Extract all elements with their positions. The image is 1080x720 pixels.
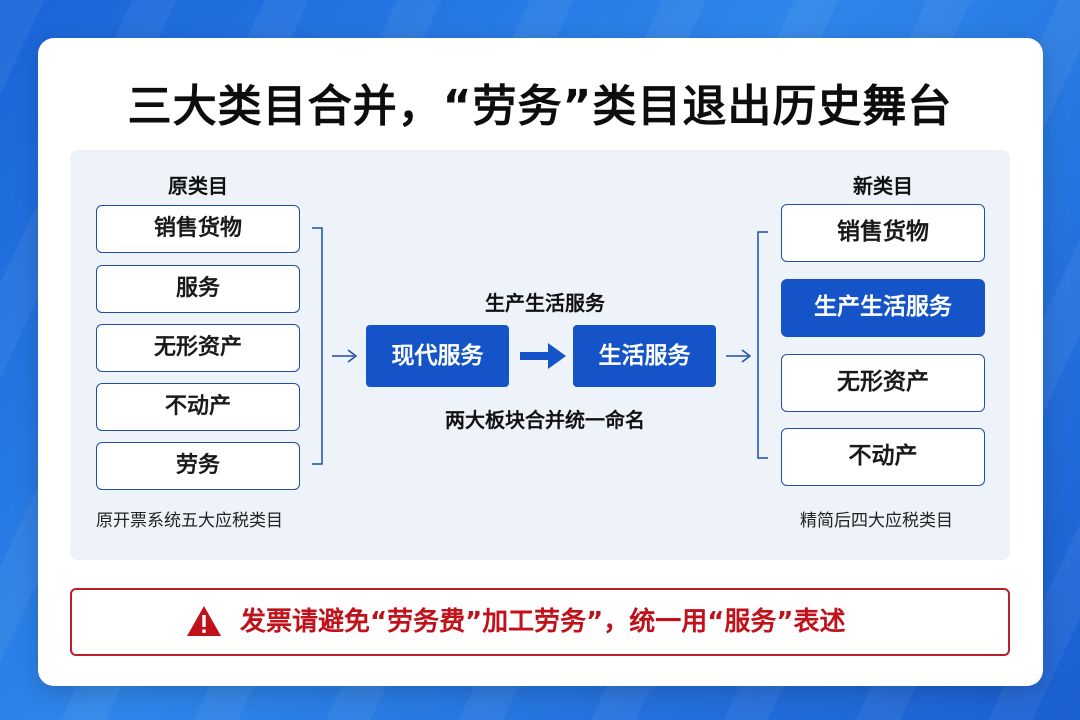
page-title: 三大类目合并，“劳务”类目退出历史舞台: [127, 81, 953, 132]
right-arrow-icon: [726, 349, 752, 363]
warning-text: 发票请避免“劳务费”加工劳务”，统一用“服务”表述: [240, 607, 846, 637]
merge-arrow-icon: [520, 343, 566, 369]
left-item-labor: 劳务: [96, 442, 300, 490]
right-bracket: [757, 231, 768, 459]
left-item-sales-goods: 销售货物: [96, 205, 300, 253]
middle-bottom-label: 两大板块合并统一命名: [445, 408, 645, 432]
left-heading: 原类目: [168, 174, 228, 198]
right-heading: 新类目: [853, 174, 913, 198]
left-arrow-icon: [332, 349, 358, 363]
left-item-real-estate: 不动产: [96, 383, 300, 431]
left-caption: 原开票系统五大应税类目: [96, 511, 283, 531]
right-item-production-life-services: 生产生活服务: [781, 279, 985, 337]
life-services-box: 生活服务: [573, 325, 716, 387]
right-item-sales-goods: 销售货物: [781, 204, 985, 262]
middle-top-label: 生产生活服务: [485, 291, 605, 315]
warning-triangle-icon: [187, 606, 221, 636]
warning-banner: [70, 588, 1010, 656]
left-item-intangible-assets: 无形资产: [96, 324, 300, 372]
right-caption: 精简后四大应税类目: [800, 511, 953, 531]
left-item-services: 服务: [96, 265, 300, 313]
left-bracket: [312, 227, 323, 465]
modern-services-box: 现代服务: [366, 325, 509, 387]
right-item-intangible-assets: 无形资产: [781, 354, 985, 412]
right-item-real-estate: 不动产: [781, 428, 985, 486]
